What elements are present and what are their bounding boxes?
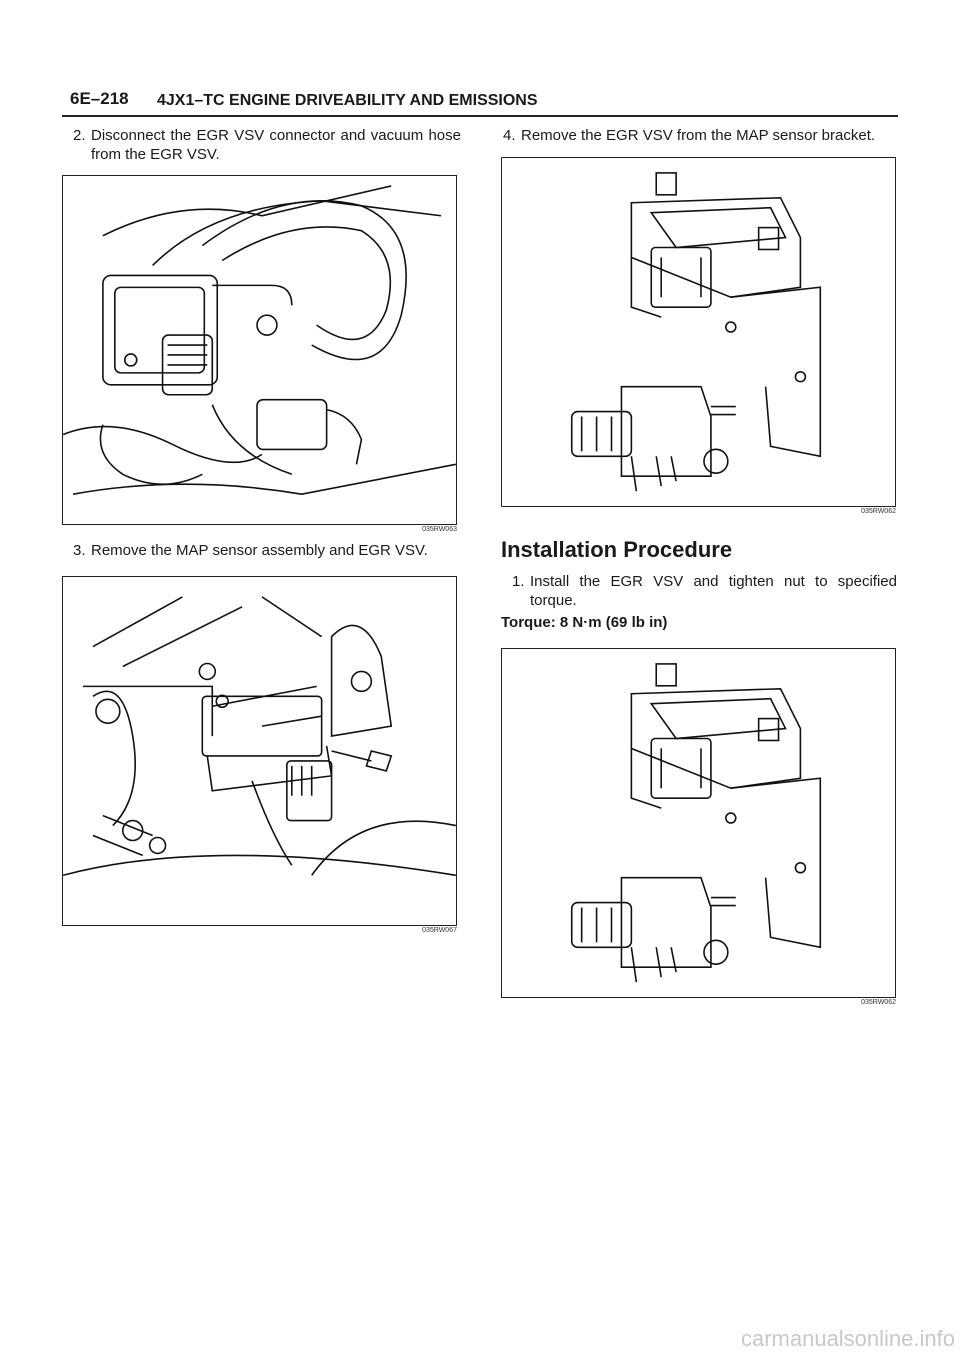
figure-egr-vsv-connector — [62, 175, 457, 525]
step-4: 4. Remove the EGR VSV from the MAP senso… — [503, 126, 897, 145]
step-number: 3. — [73, 542, 86, 559]
step-text: Remove the EGR VSV from the MAP sensor b… — [521, 127, 876, 144]
illustration-egr-vsv-connector — [63, 185, 456, 495]
step-number: 2. — [73, 127, 86, 144]
watermark: carmanualsonline.info — [740, 1326, 955, 1351]
install-step-1: 1. Install the EGR VSV and tighten nut t… — [512, 572, 897, 610]
figure-id: 035RW067 — [422, 927, 457, 934]
page-number: 6E–218 — [70, 89, 129, 108]
header-rule — [62, 115, 898, 117]
figure-egr-vsv-bracket — [501, 157, 896, 507]
figure-id: 035RW062 — [861, 508, 896, 515]
illustration-map-sensor-assembly — [63, 596, 456, 877]
figure-map-sensor-assembly — [62, 576, 457, 926]
torque-spec: Torque: 8 N·m (69 lb in) — [501, 614, 668, 631]
step-number: 1. — [512, 573, 525, 590]
step-text: Disconnect the EGR VSV connector and vac… — [91, 127, 461, 163]
illustration-egr-vsv-bracket — [570, 172, 822, 492]
running-head-title: 4JX1–TC ENGINE DRIVEABILITY AND EMISSION… — [157, 92, 538, 109]
figure-egr-vsv-install — [501, 648, 896, 998]
step-number: 4. — [503, 127, 516, 144]
step-text: Remove the MAP sensor assembly and EGR V… — [91, 542, 428, 559]
illustration-egr-vsv-install — [570, 663, 822, 983]
section-heading: Installation Procedure — [501, 537, 733, 562]
step-text: Install the EGR VSV and tighten nut to s… — [530, 573, 897, 609]
figure-id: 035RW063 — [422, 526, 457, 533]
figure-id: 035RW062 — [861, 999, 896, 1006]
step-3: 3. Remove the MAP sensor assembly and EG… — [73, 541, 461, 560]
step-2: 2. Disconnect the EGR VSV connector and … — [73, 126, 461, 164]
